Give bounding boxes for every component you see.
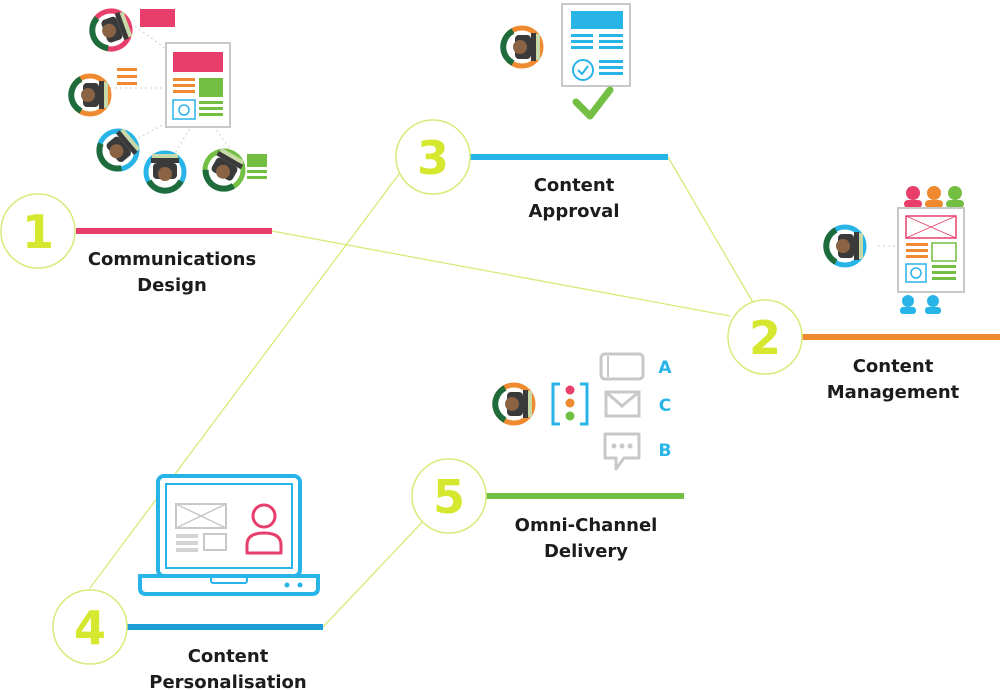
document-approval-icon (503, 3, 631, 120)
channel-letter-a: A (658, 358, 672, 378)
step1-label-line2: Design (137, 275, 207, 296)
step2-number: 2 (749, 311, 781, 365)
team-collaboration-icon (71, 6, 267, 196)
step1-label-line1: Communications (88, 249, 256, 270)
content-management-icon (826, 186, 965, 314)
channel-letter-b: B (659, 441, 672, 461)
step2-label-line2: Management (827, 382, 960, 403)
step4-label-line1: Content (188, 646, 269, 667)
step3-label-line1: Content (534, 175, 615, 196)
laptop-profile-icon (138, 474, 320, 596)
step4-number: 4 (74, 601, 106, 655)
connector-4-5 (322, 515, 429, 628)
connector-3-2 (667, 156, 756, 307)
step5-number: 5 (433, 470, 465, 524)
channel-letter-c: C (659, 396, 671, 416)
step1-number: 1 (22, 205, 54, 259)
step3-label-line2: Approval (529, 201, 620, 222)
connector-lines (89, 156, 756, 628)
step1-number-badge: 1 (0, 193, 76, 269)
connector-4-3 (89, 169, 403, 589)
step2-label-line1: Content (853, 356, 934, 377)
step4-number-badge: 4 (52, 589, 128, 665)
step5-label-line2: Delivery (544, 541, 628, 562)
step5-number-badge: 5 (411, 458, 487, 534)
connector-1-2 (271, 230, 731, 317)
step3-number: 3 (417, 131, 449, 185)
omni-channel-icon: A C B (495, 352, 672, 471)
step4-label-line2: Personalisation (149, 672, 306, 690)
step3-number-badge: 3 (395, 119, 471, 195)
step2-number-badge: 2 (727, 299, 803, 375)
step5-label-line1: Omni-Channel (515, 515, 658, 536)
